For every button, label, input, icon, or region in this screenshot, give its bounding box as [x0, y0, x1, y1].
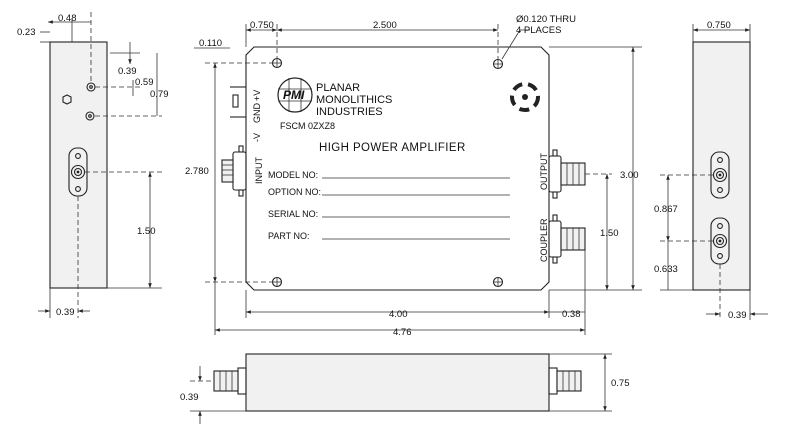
hole-note-line1: Ø0.120 THRU — [516, 14, 576, 25]
fscm-code: FSCM 0ZXZ8 — [280, 121, 335, 131]
dim-0-38: 0.38 — [562, 309, 581, 320]
dim-0-39-right: 0.39 — [728, 310, 747, 321]
product-title: HIGH POWER AMPLIFIER — [319, 142, 466, 154]
logo-mark: PMI — [283, 88, 305, 102]
hole-note-line2: 4 PLACES — [516, 25, 561, 36]
bottom-side-view: 0.39 0.75 — [180, 353, 630, 424]
port-label-coupler: COUPLER — [539, 218, 549, 262]
main-housing — [245, 46, 550, 291]
dim-0-23: 0.23 — [17, 27, 36, 38]
dim-1-50-left: 1.50 — [137, 226, 156, 237]
output-connector — [548, 149, 586, 199]
dim-0-633: 0.633 — [654, 264, 678, 275]
dim-0-39: 0.39 — [118, 66, 137, 77]
dim-4-00: 4.00 — [389, 309, 408, 320]
dim-0-75: 0.75 — [611, 378, 630, 389]
left-flange-hole-top — [75, 153, 81, 159]
pin-label-gnd: GND — [252, 103, 262, 124]
dim-0-750-top: 0.750 — [250, 20, 274, 31]
dim-0-867: 0.867 — [654, 204, 678, 215]
left-flange-hole-bottom — [75, 186, 81, 192]
left-pin-1-center — [89, 85, 93, 89]
port-label-output: OUTPUT — [539, 153, 549, 191]
dim-1-50-right: 1.50 — [600, 228, 619, 239]
field-option-label: OPTION NO: — [268, 187, 321, 197]
logo-line-monolithics: MONOLITHICS — [316, 94, 392, 106]
right-side-view: 0.750 0.867 0.633 0.39 — [654, 20, 768, 321]
main-top-view: +V GND -V PMI PLANAR MONOLITHICS INDUSTR… — [185, 14, 642, 338]
dim-0-59: 0.59 — [135, 77, 154, 88]
left-pin-2-center — [88, 114, 92, 118]
dim-2-780: 2.780 — [185, 166, 209, 177]
dim-0-110: 0.110 — [199, 38, 222, 49]
left-side-view: 0.48 0.23 0.39 0.59 0.79 1.50 0.39 — [17, 12, 169, 318]
right-connector-bottom — [712, 233, 728, 249]
logo-line-industries: INDUSTRIES — [316, 106, 383, 118]
left-nut — [62, 94, 72, 105]
dim-0-750-right: 0.750 — [707, 20, 731, 31]
dim-0-39-bottom-view: 0.39 — [180, 392, 199, 403]
left-connector-body — [70, 164, 86, 180]
dim-2-500: 2.500 — [373, 20, 397, 31]
pin-label-vplus: +V — [252, 90, 262, 101]
pin-label-vminus: -V — [252, 133, 262, 142]
dim-3-00: 3.00 — [620, 170, 639, 181]
coupler-connector — [548, 214, 586, 264]
dim-0-48: 0.48 — [58, 13, 77, 24]
input-connector — [221, 145, 247, 197]
field-part-label: PART NO: — [268, 231, 310, 241]
dim-0-39-bottom: 0.39 — [56, 307, 75, 318]
left-pin-2 — [85, 111, 95, 121]
rotation-symbol-icon — [510, 82, 540, 112]
pmi-logo: PMI — [277, 77, 313, 113]
port-label-input: INPUT — [254, 156, 264, 184]
left-connector-ring — [73, 167, 83, 177]
right-connector-top — [712, 167, 728, 183]
logo-line-planar: PLANAR — [316, 82, 360, 94]
dim-4-76: 4.76 — [393, 327, 412, 338]
right-view-body — [692, 41, 751, 291]
dim-0-79: 0.79 — [150, 89, 169, 100]
left-connector-center — [76, 170, 80, 174]
field-serial-label: SERIAL NO: — [268, 209, 318, 219]
pin-gnd — [232, 94, 239, 108]
field-model-label: MODEL NO: — [268, 170, 318, 180]
bottom-view-body — [245, 353, 550, 412]
